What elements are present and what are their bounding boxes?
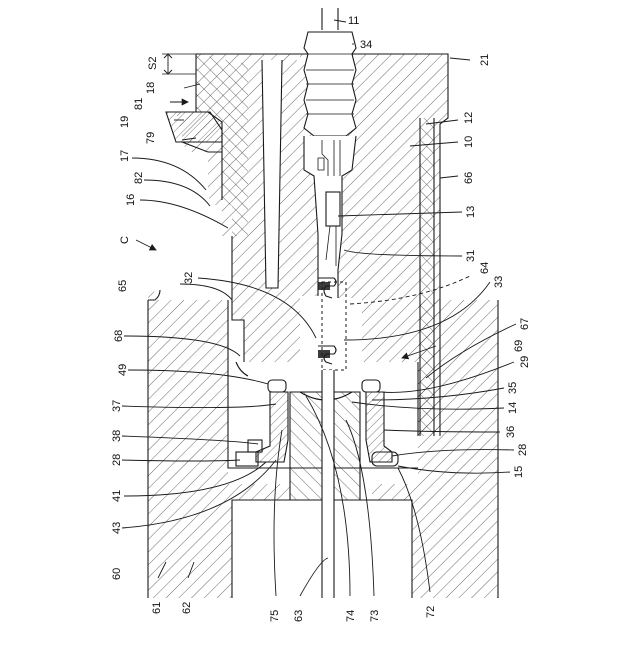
annular-groove (262, 60, 282, 288)
label-s2: S2 (147, 57, 159, 70)
label-37: 37 (111, 400, 123, 412)
label-33: 33 (493, 276, 505, 288)
label-82: 82 (133, 172, 145, 184)
label-28-right: 28 (517, 444, 529, 456)
label-36: 36 (505, 426, 517, 438)
label-c: C (119, 236, 131, 244)
dimension-s2 (162, 54, 196, 74)
label-34: 34 (360, 39, 372, 51)
label-68: 68 (113, 330, 125, 342)
label-64: 64 (479, 262, 491, 274)
label-62: 62 (181, 602, 193, 614)
label-35: 35 (507, 382, 519, 394)
arrow-c (136, 240, 156, 250)
cable-11 (322, 8, 338, 30)
label-41: 41 (111, 490, 123, 502)
label-61: 61 (151, 602, 163, 614)
label-13: 13 (465, 206, 477, 218)
label-10: 10 (463, 136, 475, 148)
label-19: 19 (119, 116, 131, 128)
label-18: 18 (145, 82, 157, 94)
label-17: 17 (119, 150, 131, 162)
label-38: 38 (111, 430, 123, 442)
label-69: 69 (513, 340, 525, 352)
label-14: 14 (507, 402, 519, 414)
label-12: 12 (463, 112, 475, 124)
protector-34 (304, 32, 356, 136)
label-32: 32 (183, 272, 195, 284)
label-65: 65 (117, 280, 129, 292)
label-60: 60 (111, 568, 123, 580)
label-31: 31 (465, 250, 477, 262)
label-74: 74 (345, 610, 357, 622)
label-15: 15 (513, 466, 525, 478)
label-75: 75 (269, 610, 281, 622)
label-73: 73 (369, 610, 381, 622)
label-81: 81 (133, 98, 145, 110)
label-63: 63 (293, 610, 305, 622)
label-11: 11 (348, 15, 359, 27)
label-43: 43 (111, 522, 123, 534)
label-79: 79 (145, 132, 157, 144)
gasket-28-left (236, 440, 262, 466)
label-29: 29 (519, 356, 531, 368)
seal-35 (362, 380, 380, 392)
label-67: 67 (519, 318, 531, 330)
label-28-left: 28 (111, 454, 123, 466)
label-21: 21 (479, 54, 491, 66)
seal-49 (268, 380, 286, 392)
label-72: 72 (425, 606, 437, 618)
label-49: 49 (117, 364, 129, 376)
label-16: 16 (125, 194, 137, 206)
label-66: 66 (463, 172, 475, 184)
stem-63 (322, 370, 334, 598)
